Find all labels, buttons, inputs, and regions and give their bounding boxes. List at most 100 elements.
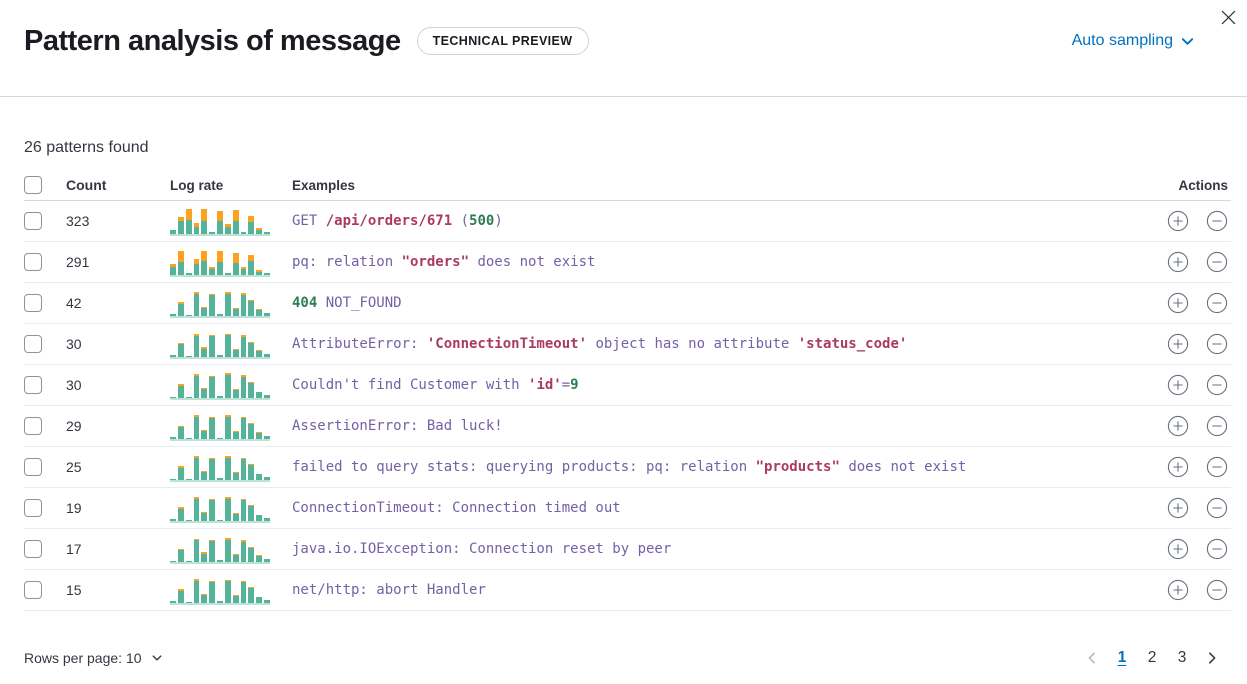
log-rate-sparkline bbox=[170, 534, 270, 564]
filter-out-pattern-button[interactable] bbox=[1206, 456, 1228, 478]
example-token: 'id' bbox=[528, 377, 562, 393]
filter-out-pattern-button[interactable] bbox=[1206, 497, 1228, 519]
row-count: 17 bbox=[66, 541, 82, 557]
sampling-dropdown[interactable]: Auto sampling bbox=[1072, 32, 1195, 50]
minus-in-circle-icon bbox=[1206, 415, 1228, 437]
row-count: 323 bbox=[66, 213, 90, 229]
minus-in-circle-icon bbox=[1206, 497, 1228, 519]
minus-in-circle-icon bbox=[1206, 456, 1228, 478]
chevron-right-icon bbox=[1205, 651, 1219, 665]
filter-out-pattern-button[interactable] bbox=[1206, 374, 1228, 396]
example-token: Couldn't find Customer with bbox=[292, 377, 529, 393]
filter-for-pattern-button[interactable] bbox=[1167, 538, 1189, 560]
row-count: 25 bbox=[66, 459, 82, 475]
filter-for-pattern-button[interactable] bbox=[1167, 579, 1189, 601]
example-token: = bbox=[561, 377, 571, 393]
row-checkbox[interactable] bbox=[24, 417, 42, 435]
page-button-2[interactable]: 2 bbox=[1139, 645, 1165, 671]
flyout-body: 26 patterns found Count Log rate Example… bbox=[0, 139, 1247, 611]
plus-in-circle-icon bbox=[1167, 374, 1189, 396]
filter-out-pattern-button[interactable] bbox=[1206, 210, 1228, 232]
column-header-count[interactable]: Count bbox=[66, 177, 107, 193]
example-token: ConnectionTimeout: Connection timed out bbox=[292, 500, 621, 516]
row-checkbox[interactable] bbox=[24, 376, 42, 394]
plus-in-circle-icon bbox=[1167, 579, 1189, 601]
column-header-actions: Actions bbox=[1178, 177, 1228, 193]
minus-in-circle-icon bbox=[1206, 333, 1228, 355]
row-count: 19 bbox=[66, 500, 82, 516]
row-example: pq: relation "orders" does not exist bbox=[292, 254, 1141, 270]
chevron-left-icon bbox=[1085, 651, 1099, 665]
plus-in-circle-icon bbox=[1167, 415, 1189, 437]
row-checkbox[interactable] bbox=[24, 458, 42, 476]
filter-out-pattern-button[interactable] bbox=[1206, 251, 1228, 273]
rows-per-page-label: Rows per page: 10 bbox=[24, 650, 142, 666]
example-token: 9 bbox=[570, 377, 579, 393]
example-token: net/http: abort Handler bbox=[292, 582, 486, 598]
table-row: 19 ConnectionTimeout: Connection timed o… bbox=[24, 488, 1231, 529]
log-rate-sparkline bbox=[170, 370, 270, 400]
filter-for-pattern-button[interactable] bbox=[1167, 210, 1189, 232]
plus-in-circle-icon bbox=[1167, 333, 1189, 355]
column-header-examples: Examples bbox=[292, 177, 356, 193]
select-all-checkbox[interactable] bbox=[24, 176, 42, 194]
row-example: net/http: abort Handler bbox=[292, 582, 1141, 598]
row-checkbox[interactable] bbox=[24, 540, 42, 558]
filter-out-pattern-button[interactable] bbox=[1206, 292, 1228, 314]
next-page-button[interactable] bbox=[1199, 645, 1225, 671]
filter-for-pattern-button[interactable] bbox=[1167, 292, 1189, 314]
example-token: 'status_code' bbox=[797, 336, 908, 352]
column-header-log-rate: Log rate bbox=[170, 177, 224, 193]
row-checkbox[interactable] bbox=[24, 581, 42, 599]
page-title: Pattern analysis of message bbox=[24, 24, 401, 57]
rows-per-page-button[interactable]: Rows per page: 10 bbox=[24, 650, 163, 666]
row-checkbox[interactable] bbox=[24, 212, 42, 230]
filter-for-pattern-button[interactable] bbox=[1167, 374, 1189, 396]
example-token: java.io.IOException: Connection reset by… bbox=[292, 541, 672, 557]
table-row: 42 404 NOT_FOUND bbox=[24, 283, 1231, 324]
example-token: 500 bbox=[469, 213, 495, 229]
row-checkbox[interactable] bbox=[24, 253, 42, 271]
table-row: 25 failed to query stats: querying produ… bbox=[24, 447, 1231, 488]
example-token: /api/orders/671 bbox=[325, 213, 453, 229]
table-body: 323 GET /api/orders/671 (500) 291 bbox=[24, 201, 1231, 611]
table-row: 291 pq: relation "orders" does not exist bbox=[24, 242, 1231, 283]
close-icon bbox=[1221, 10, 1236, 25]
row-checkbox[interactable] bbox=[24, 335, 42, 353]
filter-for-pattern-button[interactable] bbox=[1167, 251, 1189, 273]
page-button-1[interactable]: 1 bbox=[1109, 645, 1135, 671]
page-button-3[interactable]: 3 bbox=[1169, 645, 1195, 671]
filter-for-pattern-button[interactable] bbox=[1167, 456, 1189, 478]
table-row: 15 net/http: abort Handler bbox=[24, 570, 1231, 611]
filter-for-pattern-button[interactable] bbox=[1167, 333, 1189, 355]
technical-preview-badge: TECHNICAL PREVIEW bbox=[416, 27, 589, 55]
filter-for-pattern-button[interactable] bbox=[1167, 497, 1189, 519]
filter-out-pattern-button[interactable] bbox=[1206, 415, 1228, 437]
row-count: 29 bbox=[66, 418, 82, 434]
row-example: java.io.IOException: Connection reset by… bbox=[292, 541, 1141, 557]
filter-out-pattern-button[interactable] bbox=[1206, 333, 1228, 355]
flyout-header: Pattern analysis of message TECHNICAL PR… bbox=[0, 0, 1247, 97]
example-token: AssertionError: Bad luck! bbox=[292, 418, 503, 434]
plus-in-circle-icon bbox=[1167, 538, 1189, 560]
previous-page-button[interactable] bbox=[1079, 645, 1105, 671]
example-token: AttributeError: bbox=[292, 336, 427, 352]
chevron-down-icon bbox=[151, 652, 163, 664]
minus-in-circle-icon bbox=[1206, 210, 1228, 232]
log-rate-sparkline bbox=[170, 329, 270, 359]
filter-out-pattern-button[interactable] bbox=[1206, 579, 1228, 601]
filter-for-pattern-button[interactable] bbox=[1167, 415, 1189, 437]
row-checkbox[interactable] bbox=[24, 294, 42, 312]
close-button[interactable] bbox=[1215, 4, 1241, 30]
example-token: does not exist bbox=[839, 459, 967, 475]
row-checkbox[interactable] bbox=[24, 499, 42, 517]
patterns-found-count: 26 patterns found bbox=[24, 139, 149, 156]
row-example: ConnectionTimeout: Connection timed out bbox=[292, 500, 1141, 516]
minus-in-circle-icon bbox=[1206, 579, 1228, 601]
log-rate-sparkline bbox=[170, 288, 270, 318]
minus-in-circle-icon bbox=[1206, 251, 1228, 273]
example-token: "products" bbox=[755, 459, 840, 475]
row-example: AssertionError: Bad luck! bbox=[292, 418, 1141, 434]
filter-out-pattern-button[interactable] bbox=[1206, 538, 1228, 560]
minus-in-circle-icon bbox=[1206, 292, 1228, 314]
